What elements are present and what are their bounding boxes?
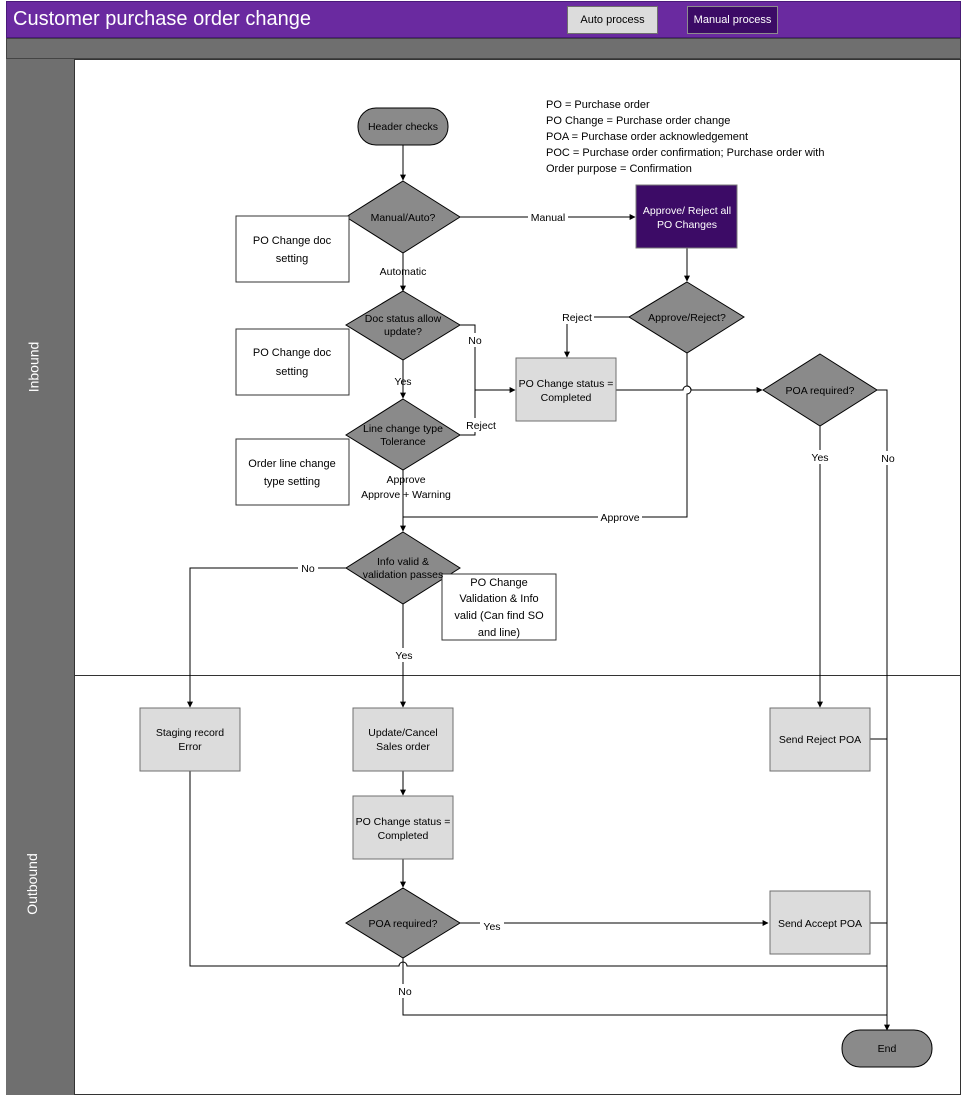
staging-error-node [139,707,241,772]
end-label: End [878,1043,897,1055]
doc-status-label-1: Doc status allow [365,313,442,325]
node-labels: Header checks Manual/Auto? Doc status al… [156,121,897,1055]
edge-label-line-approve: Approve [386,474,425,486]
edge-label-poa1-no: No [881,453,895,465]
approve-reject-all-label-1: Approve/ Reject all [643,205,731,217]
send-reject-poa-label: Send Reject POA [779,734,861,746]
edge-status-to-poa1 [616,385,763,393]
line-change-setting-box [235,438,350,506]
header-checks-node [357,107,449,146]
poa-required-decision-1 [762,353,878,427]
edge-label-line-reject: Reject [466,420,496,432]
line-change-decision [345,398,461,471]
update-cancel-node [352,707,454,772]
edge-label-manual: Manual [531,212,565,224]
poa-required-2-label: POA required? [369,918,438,930]
poa-required-1-label: POA required? [786,385,855,397]
sub-header-bar [6,38,961,59]
line-change-label-2: Tolerance [380,436,426,448]
manual-auto-decision [345,180,461,254]
send-reject-poa-node [769,707,871,772]
doc-status-decision [345,290,461,361]
validation-text-b: Validation & Info [459,593,538,605]
staging-error-label-b: Error [178,741,202,753]
approve-reject-all-label-2: PO Changes [657,219,717,231]
approve-reject-all-node [635,184,738,249]
validation-text-c: valid (Can find SO [454,610,544,622]
send-accept-poa-label: Send Accept POA [778,918,862,930]
page-title: Customer purchase order change [13,8,311,30]
status-completed-2-label-a: PO Change status = [356,816,451,828]
legend-auto-process: Auto process [567,6,658,34]
update-cancel-label-a: Update/Cancel [368,727,437,739]
note-line-1: PO = Purchase order [546,99,650,111]
header-checks-label: Header checks [368,121,438,133]
annotation-labels: PO Change doc setting PO Change doc sett… [248,235,544,639]
edge-label-automatic: Automatic [380,266,427,278]
manual-auto-label: Manual/Auto? [371,212,436,224]
edge-label-doc-no: No [468,335,482,347]
lane-outbound: Outbound [6,676,75,1095]
header-bar: Customer purchase order change [6,1,961,38]
info-valid-label-2: validation passes [363,569,444,581]
doc-setting-box-1 [235,215,350,283]
line-change-setting-text-a: Order line change [248,458,335,470]
edge-label-poa1-yes: Yes [811,452,828,464]
edge-staging-to-end [189,771,887,967]
shapes [139,107,933,1068]
validation-text-d: and line) [478,627,520,639]
status-completed-1-label-b: Completed [541,392,592,404]
edge-label-info-yes: Yes [395,650,412,662]
poa-required-decision-2 [345,887,461,959]
info-valid-label-1: Info valid & [377,556,429,568]
lane-inbound: Inbound [6,59,75,676]
edge-info-no [187,567,346,708]
doc-setting-1-text-b: setting [276,253,308,265]
status-completed-node-1 [515,357,617,422]
edge-doc-no [460,324,516,393]
validation-info-box [441,573,557,641]
edge-label-info-no: No [301,563,315,575]
status-completed-node-2 [352,795,454,860]
doc-status-label-2: update? [384,326,422,338]
note-line-5: Order purpose = Confirmation [546,163,692,175]
edge-label-ar-approve: Approve [600,512,639,524]
end-node [841,1029,933,1068]
status-completed-1-label-a: PO Change status = [519,378,614,390]
glossary-notes: PO = Purchase order PO Change = Purchase… [546,99,825,175]
approve-reject-label: Approve/Reject? [648,312,726,324]
note-line-2: PO Change = Purchase order change [546,115,730,127]
approve-reject-decision [628,281,745,354]
edge-poa1-no [877,389,890,1031]
edge-poa2-no [402,958,887,1016]
doc-setting-1-text-a: PO Change doc [253,235,332,247]
edge-label-doc-yes: Yes [394,376,411,388]
line-change-setting-text-b: type setting [264,476,320,488]
info-valid-decision [345,531,461,605]
edge-label-poa2-no: No [398,986,412,998]
send-accept-poa-node [769,890,871,955]
edge-labels: Manual Automatic No Yes Reject Approve A… [298,210,898,998]
update-cancel-label-b: Sales order [376,741,430,753]
staging-error-label-a: Staging record [156,727,224,739]
edge-label-poa2-yes: Yes [483,921,500,933]
note-line-4: POC = Purchase order confirmation; Purch… [546,147,825,159]
doc-setting-box-2 [235,328,350,396]
line-change-label-1: Line change type [363,423,443,435]
edge-label-approve-warning: Approve + Warning [361,489,451,501]
note-line-3: POA = Purchase order acknowledgement [546,131,748,143]
edge-label-ar-reject: Reject [562,312,592,324]
edge-line-reject [460,390,476,436]
doc-setting-2-text-b: setting [276,366,308,378]
legend-manual-process: Manual process [687,6,778,34]
lane-divider [6,675,961,676]
validation-text-a: PO Change [470,577,527,589]
status-completed-2-label-b: Completed [378,830,429,842]
doc-setting-2-text-a: PO Change doc [253,347,332,359]
